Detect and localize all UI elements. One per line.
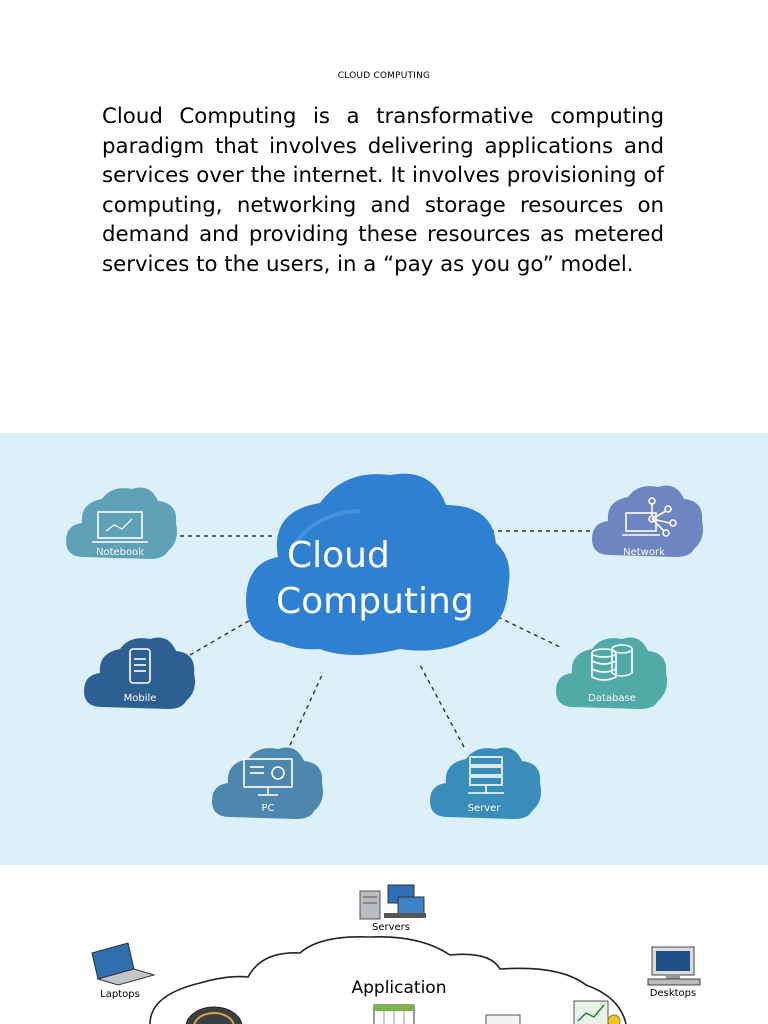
application-label: Application xyxy=(352,978,447,998)
cloud-application-diagram: Servers Laptops Desktops Application xyxy=(0,865,768,1024)
mobile-node xyxy=(84,637,195,709)
center-cloud-title-line1: Cloud xyxy=(287,535,390,576)
connector-mobile xyxy=(189,618,253,656)
pc-node xyxy=(212,747,323,819)
server-label: Server xyxy=(468,803,502,814)
desktops-label: Desktops xyxy=(650,988,696,999)
pc-label: PC xyxy=(261,803,274,814)
connector-pc xyxy=(289,674,323,746)
network-node xyxy=(592,485,703,557)
document-icon xyxy=(485,1014,521,1024)
finance-chart-icon xyxy=(573,1000,621,1024)
network-label: Network xyxy=(623,547,665,558)
connector-lines xyxy=(180,530,592,748)
servers-label: Servers xyxy=(372,922,410,933)
notebook-label: Notebook xyxy=(96,547,144,558)
mobile-label: Mobile xyxy=(124,693,157,704)
pc-icon xyxy=(243,758,293,796)
document-heading: CLOUD COMPUTING xyxy=(337,71,431,81)
dashboard-gauge-icon xyxy=(185,1006,243,1024)
notebook-node xyxy=(66,487,177,559)
server-node xyxy=(430,747,541,819)
document-paragraph: Cloud Computing is a transformative comp… xyxy=(102,104,664,277)
connector-database xyxy=(497,616,563,649)
application-cloud-outline xyxy=(149,936,627,1024)
laptop-icon xyxy=(91,942,156,986)
database-node xyxy=(556,637,667,709)
servers-icon xyxy=(359,884,426,920)
cloud-computing-diagram: Cloud Computing Notebook Mobile xyxy=(0,433,768,865)
center-cloud xyxy=(246,473,510,655)
network-icon xyxy=(622,497,677,537)
calendar-icon xyxy=(373,1004,415,1024)
database-label: Database xyxy=(588,693,636,704)
database-icon xyxy=(591,644,633,681)
center-cloud-title-line2: Computing xyxy=(276,581,474,622)
laptops-label: Laptops xyxy=(100,989,140,1000)
notebook-icon xyxy=(92,511,148,543)
mobile-icon xyxy=(129,648,151,684)
desktop-icon xyxy=(647,946,701,986)
server-icon xyxy=(468,756,504,794)
